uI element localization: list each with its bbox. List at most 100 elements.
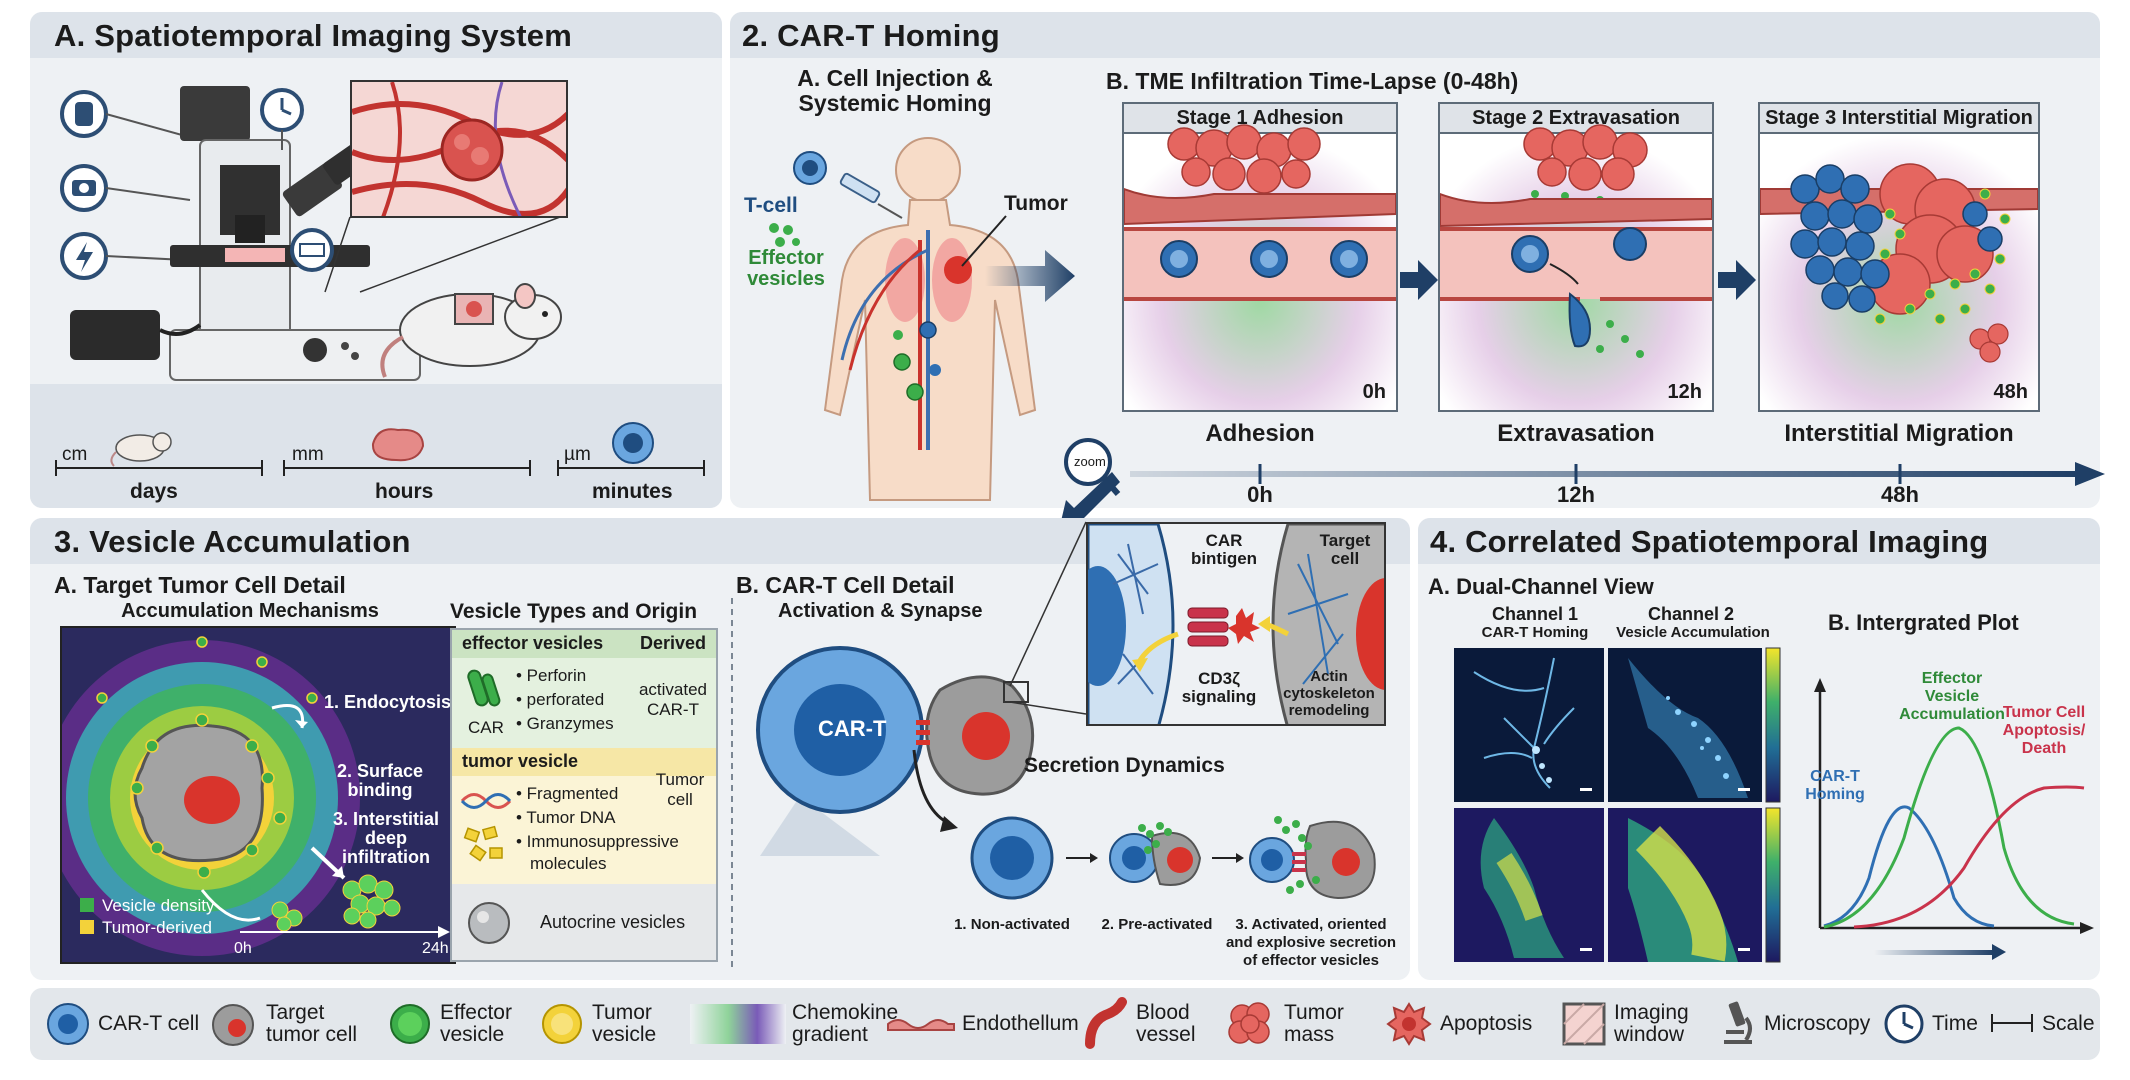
tumor-header-bar: [452, 748, 716, 776]
cart-cell-icon: [47, 1003, 89, 1045]
mechanism-endocytosis: 1. Endocytosis: [324, 692, 452, 712]
label-line: signaling: [1181, 687, 1257, 706]
stage-3-box: Stage 3 Interstitial Migration 48h: [1758, 102, 2040, 412]
gradient-icon: [690, 1004, 786, 1044]
label-line: cell: [1330, 549, 1360, 568]
effector-header: effector vesicles: [462, 633, 604, 653]
label-line: Effector: [1921, 670, 1983, 687]
tumor-pointer: [961, 215, 1007, 267]
effector-item: • Granzymes: [516, 714, 614, 733]
label-line: tumor cell: [266, 1023, 358, 1046]
label-line: 2. Surface: [336, 761, 424, 781]
label-line: Homing: [1805, 786, 1865, 803]
vesicle-types-table: effector vesicles Derived CAR • Perforin…: [450, 628, 718, 962]
stage-label-extravasation: Extravasation: [1497, 420, 1655, 447]
panel-title: 3. Vesicle Accumulation: [54, 524, 411, 559]
effector-item: • perforated: [516, 690, 605, 709]
clock-icon: [1884, 1004, 1924, 1044]
synapse-zoom-box: CAR bintigen Target cell CD3ζ signaling …: [1086, 522, 1386, 726]
label-line: Tumor: [1284, 1001, 1344, 1024]
cd3-signaling-label: CD3ζ signaling: [1174, 670, 1264, 706]
step-activated: 3. Activated, oriented and explosive sec…: [1216, 916, 1406, 970]
human-body-illustration: [823, 137, 1037, 501]
label-line: bintigen: [1190, 549, 1258, 568]
stage-header: Stage 3 Interstitial Migration: [1760, 104, 2038, 134]
legend-label: Time: [1932, 1012, 1978, 1035]
mechanism-infiltration: 3. Interstitial deep infiltration: [324, 810, 448, 867]
channel-1-title: Channel 1: [1491, 604, 1579, 624]
label-line: activated: [638, 680, 708, 699]
label-line: vesicle: [440, 1023, 505, 1046]
section-a-subtitle: Accumulation Mechanisms: [121, 600, 379, 622]
label-line: Accumulation: [1899, 706, 2005, 723]
label-line: Tumor: [592, 1001, 652, 1024]
label-line: Chemokine: [792, 1001, 899, 1024]
tumor-detail-box: 1. Endocytosis 2. Surface binding 3. Int…: [60, 626, 456, 964]
stage-2-box: Stage 2 Extravasation 12h: [1438, 102, 1714, 412]
vesicle-types-title: Vesicle Types and Origin: [450, 600, 698, 623]
microscope-icon: [1724, 1001, 1752, 1044]
label-line: vesicle: [592, 1023, 657, 1046]
legend-bar: CAR-T cell Target tumor cell Effector ve…: [30, 988, 2100, 1060]
label-line: cell: [667, 790, 693, 809]
label-line: window: [1614, 1023, 1685, 1046]
stage-2-scene: [1440, 124, 1712, 410]
tumor-item: molecules: [530, 854, 607, 873]
effector-header-bar: [452, 630, 716, 658]
mouse-scale-icon: [110, 432, 172, 467]
label-line: Apoptosis/: [2002, 722, 2086, 739]
apoptosis-icon: [1386, 1002, 1432, 1046]
panel-title: A. Spatiotemporal Imaging System: [54, 18, 573, 53]
stage-1-box: Stage 1 Adhesion 0h: [1122, 102, 1398, 412]
label-line: infiltration: [342, 847, 430, 867]
scale-time: minutes: [592, 480, 673, 503]
channel-1-top-image: [1454, 648, 1604, 802]
step-non-activated: 1. Non-activated: [954, 916, 1070, 933]
section-divider: [731, 598, 733, 968]
scale-unit: mm: [292, 444, 324, 465]
secretion-title: Secretion Dynamics: [1024, 754, 1225, 777]
label-line: Imaging: [1614, 1001, 1689, 1024]
timeline-tick: 48h: [1881, 482, 1919, 507]
microscope-illustration: [60, 86, 421, 381]
section-b-subtitle: Activation & Synapse: [778, 600, 983, 622]
panel-title: 2. CAR-T Homing: [742, 18, 1000, 53]
stage-arrow-2: [1718, 260, 1756, 300]
channel-1-subtitle: CAR-T Homing: [1481, 624, 1589, 641]
title-line: Systemic Homing: [798, 90, 992, 116]
tcell-label: T-cell: [744, 194, 798, 217]
legend-label: Tumor mass: [1284, 1002, 1344, 1046]
legend-label: Tumor vesicle: [592, 1002, 656, 1046]
channel-2-subtitle: Vesicle Accumulation: [1616, 624, 1770, 641]
channel-1-bottom-image: [1454, 808, 1604, 962]
stage-arrow-1: [1400, 260, 1438, 300]
label-line: Effector: [440, 1001, 512, 1024]
effector-origin: activated CAR-T: [630, 680, 716, 720]
panel-imaging-system: A. Spatiotemporal Imaging System: [30, 12, 722, 508]
legend-label: Apoptosis: [1440, 1012, 1533, 1035]
scale-time: hours: [375, 480, 434, 503]
label-line: binding: [347, 780, 413, 800]
legend-label: CAR-T cell: [98, 1012, 200, 1035]
tumor-origin: Tumor cell: [648, 770, 712, 810]
legend-label: Blood vessel: [1136, 1002, 1196, 1046]
tissue-scale-icon: [371, 428, 425, 462]
effector-item: • Perforin: [516, 666, 587, 685]
colorbar-top: [1765, 647, 1781, 803]
stage-header: Stage 2 Extravasation: [1440, 104, 1712, 134]
label-line: cytoskeleton: [1283, 685, 1375, 702]
stage-1-scene: [1124, 124, 1396, 410]
zoom-label: zoom: [1074, 454, 1106, 469]
label-line: Target: [266, 1001, 325, 1024]
section-b-title: B. Intergrated Plot: [1828, 610, 2019, 635]
title-line: A. Cell Injection &: [797, 65, 993, 91]
label-line: and explosive secretion: [1225, 934, 1397, 951]
legend-label: Target tumor cell: [266, 1002, 357, 1046]
molecules-icon: [463, 825, 503, 862]
legend-vesicle-density: Vesicle density: [102, 896, 215, 915]
cart-synapse-illustration: [756, 646, 1035, 856]
timeline-tick: 0h: [1247, 482, 1273, 507]
label-line: CD3ζ: [1198, 669, 1240, 688]
legend-label: Effector vesicle: [440, 1002, 512, 1046]
timeline-tick: 12h: [1557, 482, 1595, 507]
